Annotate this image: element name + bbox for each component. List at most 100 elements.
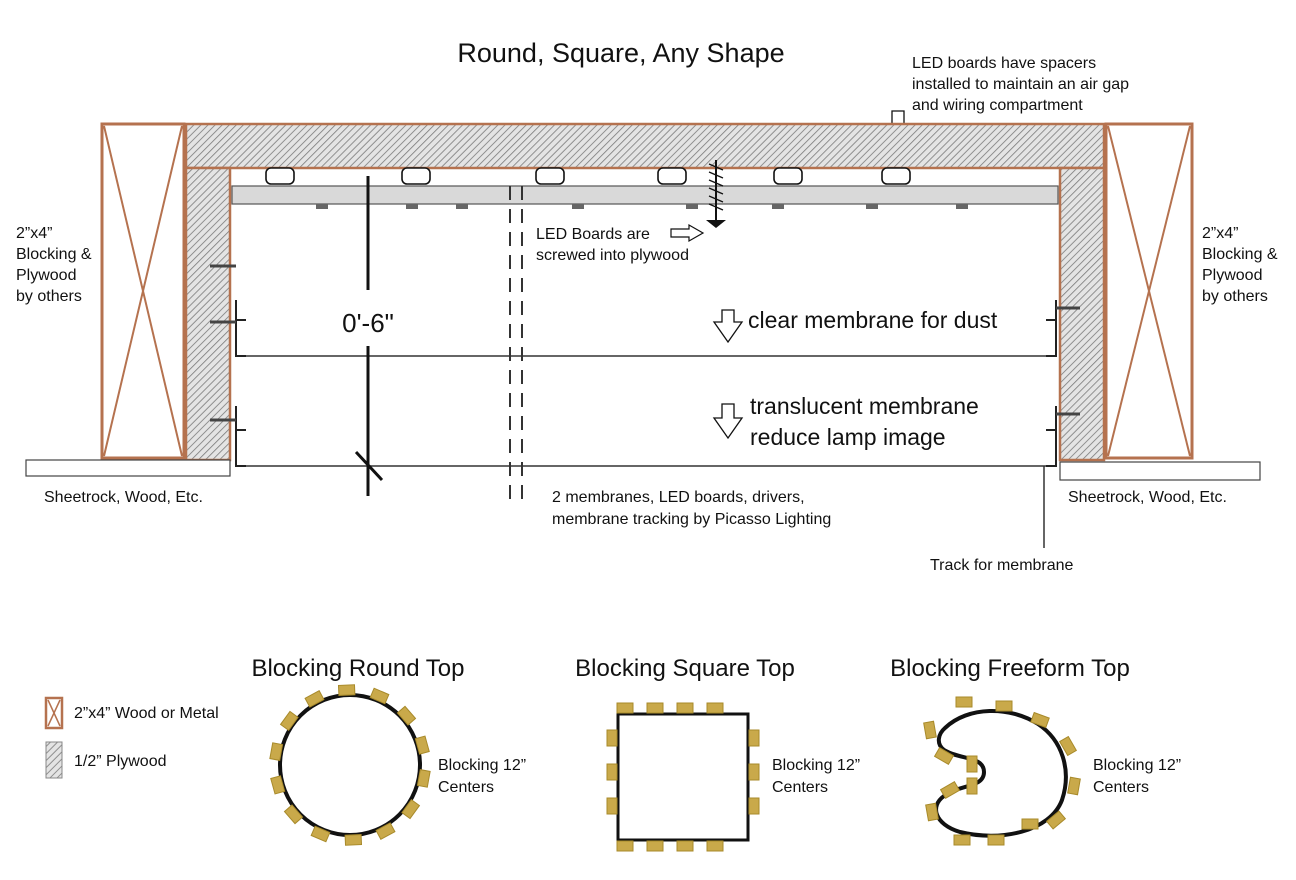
square-top-outline [616, 712, 750, 842]
right-blocking [1104, 122, 1194, 460]
led-spacer [535, 167, 565, 185]
square-block [606, 729, 618, 747]
round-top-title: Blocking Round Top [251, 655, 464, 682]
spacers-note-line-2: installed to maintain an air gap [912, 76, 1129, 93]
spacers-note-line-1: LED boards have spacers [912, 55, 1096, 72]
translucent-membrane-label-1: translucent membrane [750, 393, 979, 419]
right-blocking-label-2: Blocking & [1202, 246, 1278, 263]
freeform-block [1058, 735, 1078, 757]
round-note-line-1: Blocking 12” [438, 757, 526, 774]
square-block [748, 729, 760, 747]
left-sheetrock [25, 459, 231, 477]
legend-plywood-label: 1/2” Plywood [74, 753, 167, 770]
freeform-block [966, 755, 978, 773]
round-block [401, 798, 421, 820]
led-lamp [866, 204, 878, 209]
led-lamp [456, 204, 468, 209]
freeform-block [1045, 810, 1067, 830]
supplied-by-line-2: membrane tracking by Picasso Lighting [552, 511, 831, 528]
left-blocking-label-1: 2”x4” [16, 225, 52, 242]
round-block [310, 825, 331, 843]
left-membrane-tracks [210, 264, 246, 467]
left-sheetrock-label: Sheetrock, Wood, Etc. [44, 489, 203, 506]
round-top-outline [278, 693, 422, 837]
square-block [676, 702, 694, 714]
freeform-top-title: Blocking Freeform Top [890, 655, 1130, 682]
screwed-note-line-2: screwed into plywood [536, 247, 689, 264]
diagram-title: Round, Square, Any Shape [457, 38, 784, 68]
led-lamp [956, 204, 968, 209]
round-block [344, 834, 363, 846]
led-lamp [686, 204, 698, 209]
square-note-line-2: Centers [772, 779, 828, 796]
clear-membrane-arrow-icon [712, 309, 744, 344]
freeform-blocks [923, 696, 1081, 846]
right-sheetrock-label: Sheetrock, Wood, Etc. [1068, 489, 1227, 506]
round-block [414, 735, 430, 755]
screwed-arrow-icon [670, 223, 705, 243]
round-block [416, 769, 431, 788]
left-blocking-label-4: by others [16, 288, 82, 305]
dimension-tick [354, 450, 384, 482]
square-block [606, 763, 618, 781]
legend: 2”x4” Wood or Metal 1/2” Plywood [44, 696, 219, 779]
freeform-block [1030, 711, 1050, 729]
led-lamp [406, 204, 418, 209]
round-block [396, 705, 417, 726]
square-block [706, 840, 724, 852]
round-block [270, 775, 286, 795]
round-block [337, 684, 356, 696]
freeform-block [966, 777, 978, 795]
round-block [369, 687, 390, 705]
round-blocks [269, 684, 431, 846]
round-note-line-2: Centers [438, 779, 494, 796]
screwed-note-line-1: LED Boards are [536, 226, 650, 243]
led-lamp [772, 204, 784, 209]
led-board [231, 185, 1059, 205]
right-blocking-label: 2”x4” Blocking & Plywood by others [1202, 225, 1278, 305]
freeform-top-outline [934, 708, 1068, 838]
left-blocking [100, 122, 186, 460]
square-block [706, 702, 724, 714]
square-top-title: Blocking Square Top [575, 655, 795, 682]
led-lamps [316, 204, 968, 209]
left-plywood [184, 166, 232, 462]
translucent-membrane-label-2: reduce lamp image [750, 424, 946, 450]
square-block [748, 797, 760, 815]
led-spacer [657, 167, 687, 185]
right-sheetrock [1059, 461, 1261, 481]
square-block [616, 702, 634, 714]
left-blocking-label: 2”x4” Blocking & Plywood by others [16, 225, 92, 305]
round-block [304, 690, 325, 708]
right-plywood [1058, 166, 1106, 462]
led-spacer [773, 167, 803, 185]
right-blocking-label-1: 2”x4” [1202, 225, 1238, 242]
legend-wood-label: 2”x4” Wood or Metal [74, 705, 219, 722]
freeform-block [955, 696, 973, 708]
freeform-block [925, 802, 939, 822]
track-label: Track for membrane [930, 557, 1074, 574]
freeform-block [995, 700, 1013, 712]
dimension-label: 0'-6" [342, 308, 394, 338]
right-blocking-label-3: Plywood [1202, 267, 1262, 284]
right-2x4-cross-b [1107, 125, 1191, 457]
round-block [283, 804, 304, 825]
square-block [616, 840, 634, 852]
translucent-membrane-arrow-icon [712, 403, 744, 440]
led-lamp [316, 204, 328, 209]
clear-membrane-label: clear membrane for dust [748, 307, 998, 333]
dimension-line: 0'-6" [342, 176, 394, 496]
led-lamp [572, 204, 584, 209]
led-spacer [881, 167, 911, 185]
square-block [606, 797, 618, 815]
led-spacer [265, 167, 295, 185]
square-block [646, 840, 664, 852]
freeform-block [987, 834, 1005, 846]
legend-plywood-swatch [45, 741, 63, 779]
right-blocking-label-4: by others [1202, 288, 1268, 305]
left-blocking-label-2: Blocking & [16, 246, 92, 263]
right-membrane-tracks [1043, 300, 1080, 548]
top-plywood [184, 122, 1106, 170]
freeform-block [933, 746, 955, 766]
